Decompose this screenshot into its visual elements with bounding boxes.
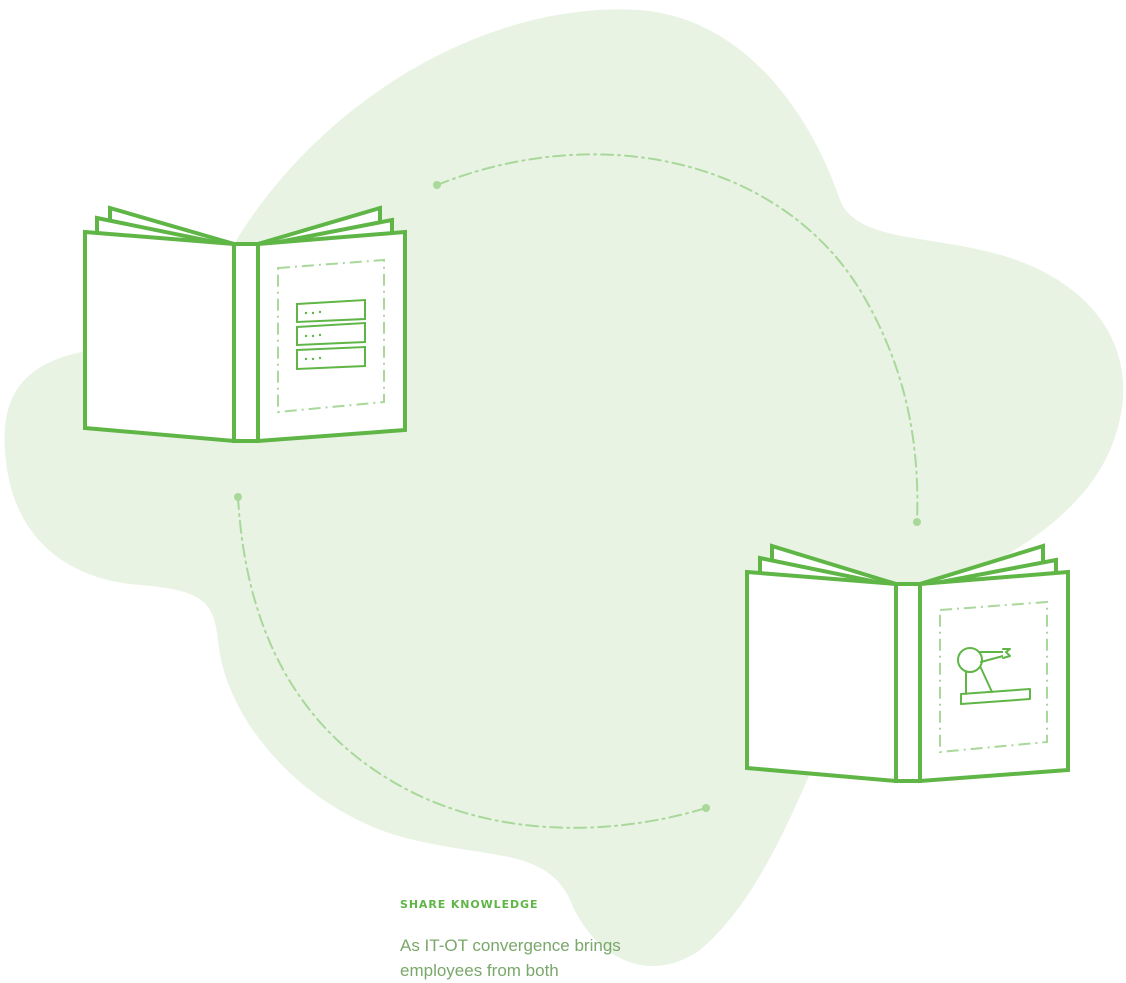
- server-unit: [297, 347, 365, 369]
- section-label: SHARE KNOWLEDGE: [400, 898, 538, 911]
- server-unit: [297, 323, 365, 345]
- background-blob: [5, 9, 1124, 966]
- arc-dot: [702, 804, 710, 812]
- open-book-server-icon: [85, 208, 405, 441]
- arc-dot: [913, 518, 921, 526]
- server-unit: [297, 300, 365, 322]
- arc-dot: [433, 181, 441, 189]
- robot-joint: [958, 648, 982, 672]
- arc-dot: [234, 493, 242, 501]
- body-text: As IT-OT convergence brings employees fr…: [400, 933, 640, 983]
